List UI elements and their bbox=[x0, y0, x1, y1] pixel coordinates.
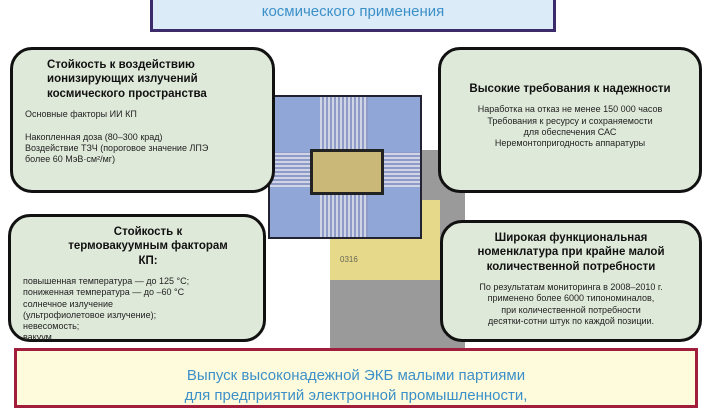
bubble-line: невесомость; bbox=[23, 321, 80, 332]
bubble-line: десятки-сотни штук по каждой позиции. bbox=[487, 315, 655, 326]
chip-photo bbox=[268, 95, 422, 239]
bubble-title: Стойкость к термовакуумным факторам КП: bbox=[68, 226, 228, 267]
bubble-line: вакуум bbox=[23, 332, 52, 343]
bubble-reliability: Высокие требования к надежности Наработк… bbox=[438, 47, 702, 193]
module-label: 0316 bbox=[340, 255, 358, 264]
bubble-line: для обеспечения САС bbox=[523, 126, 617, 137]
footer-line: Выпуск высоконадежной ЭКБ малыми партиям… bbox=[186, 367, 526, 384]
bubble-line: повышенная температура — до 125 °С; bbox=[23, 276, 190, 287]
bubble-line: солнечное излучение bbox=[23, 298, 114, 309]
bubble-line: По результатам мониторинга в 2008–2010 г… bbox=[479, 282, 663, 293]
bubble-line: Наработка на отказ не менее 150 000 часо… bbox=[477, 104, 663, 115]
bubble-line: пониженная температура — до –60 °С bbox=[23, 287, 185, 298]
bubble-nomenclature: Широкая функциональная номенклатура при … bbox=[440, 220, 702, 342]
bubble-line: (ультрофиолетовое излучение); bbox=[23, 309, 157, 320]
bubble-title: Широкая функциональная номенклатура при … bbox=[477, 232, 665, 273]
header-title: космического применения bbox=[261, 3, 445, 20]
bubble-line: более 60 МэВ·см²/мг) bbox=[25, 154, 116, 165]
bubble-line: применено более 6000 типономиналов, bbox=[487, 293, 655, 304]
bubble-line: Накопленная доза (80–300 крад) bbox=[25, 131, 163, 142]
bubble-line: Неремонтопригодность аппаратуры bbox=[494, 138, 646, 149]
bubble-line: Требования к ресурсу и сохраняемости bbox=[487, 115, 653, 126]
bubble-line: Воздействие ТЗЧ (пороговое значение ЛПЭ bbox=[25, 142, 209, 153]
footer-line: для предприятий электронной промышленнос… bbox=[184, 386, 528, 404]
bubble-line: при количественной потребности bbox=[501, 304, 641, 315]
bubble-thermovacuum: Стойкость к термовакуумным факторам КП: … bbox=[8, 214, 266, 342]
footer-box: Выпуск высоконадежной ЭКБ малыми партиям… bbox=[14, 348, 698, 408]
header-box: космического применения bbox=[150, 0, 556, 32]
bubble-title: Высокие требования к надежности bbox=[469, 83, 671, 95]
bubble-radiation: Стойкость к воздействию ионизирующих изл… bbox=[10, 47, 275, 193]
bubble-title: Стойкость к воздействию ионизирующих изл… bbox=[47, 59, 207, 100]
bubble-line: Основные факторы ИИ КП bbox=[25, 109, 137, 120]
